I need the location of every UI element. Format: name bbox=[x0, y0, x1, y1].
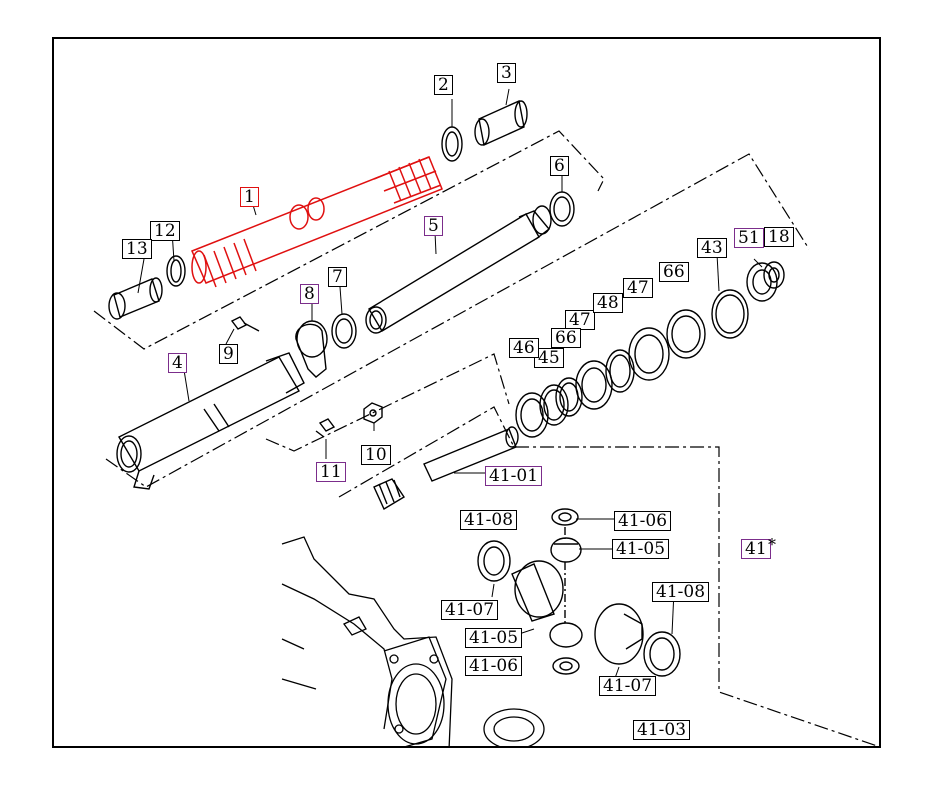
callout-41-03: 41-03 bbox=[633, 720, 691, 740]
callout-45: 45 bbox=[534, 348, 564, 368]
tube-part-5 bbox=[365, 205, 552, 334]
leader-lines bbox=[137, 88, 763, 682]
callout-41-05-bottom: 41-05 bbox=[465, 628, 523, 648]
housing-part-4 bbox=[116, 352, 305, 490]
callout-41-08-left: 41-08 bbox=[460, 510, 518, 530]
callout-51[interactable]: 51 bbox=[734, 228, 764, 248]
ring-part-6 bbox=[549, 191, 575, 227]
callout-41-01[interactable]: 41-01 bbox=[485, 466, 543, 486]
exploded-parts-diagram bbox=[93, 88, 879, 746]
callout-1[interactable]: 1 bbox=[240, 187, 259, 207]
section-boundaries bbox=[93, 130, 879, 746]
callout-47-right: 47 bbox=[623, 278, 653, 298]
callout-3: 3 bbox=[497, 63, 516, 83]
callout-9: 9 bbox=[219, 344, 238, 364]
callout-6: 6 bbox=[550, 156, 569, 176]
callout-4[interactable]: 4 bbox=[168, 353, 187, 373]
bolt-part-11 bbox=[315, 418, 336, 438]
callout-11[interactable]: 11 bbox=[316, 462, 346, 482]
callout-10: 10 bbox=[361, 445, 391, 465]
nut-part-10 bbox=[363, 402, 383, 424]
pinion-shaft-41-01 bbox=[373, 426, 519, 511]
bushing-part-13 bbox=[108, 277, 163, 320]
callout-41-06-top: 41-06 bbox=[614, 511, 672, 531]
callout-41[interactable]: 41 bbox=[741, 539, 771, 559]
callout-2: 2 bbox=[434, 75, 453, 95]
differential-parts bbox=[477, 508, 681, 677]
bearing-stack bbox=[515, 261, 785, 438]
callout-41-05-top: 41-05 bbox=[612, 539, 670, 559]
callout-66-left: 66 bbox=[551, 328, 581, 348]
snap-ring-part-2 bbox=[441, 126, 463, 162]
diagram-frame: 1 2 3 4 5 6 7 8 9 10 11 12 13 18 41 * 41… bbox=[52, 37, 881, 748]
bolt-part-9 bbox=[230, 316, 260, 332]
callout-41-06-bottom: 41-06 bbox=[465, 656, 523, 676]
callout-8[interactable]: 8 bbox=[300, 284, 319, 304]
callout-13: 13 bbox=[122, 239, 152, 259]
callout-7: 7 bbox=[328, 267, 347, 287]
callout-41-08-right: 41-08 bbox=[652, 582, 710, 602]
callout-66-right: 66 bbox=[659, 262, 689, 282]
bushing-part-3 bbox=[474, 99, 528, 147]
clamp-part-8 bbox=[295, 320, 328, 378]
callout-48: 48 bbox=[593, 293, 623, 313]
shaft-part-1 bbox=[191, 156, 443, 288]
callout-47-left: 47 bbox=[565, 310, 595, 330]
callout-18: 18 bbox=[764, 227, 794, 247]
callout-41-07-left: 41-07 bbox=[441, 600, 499, 620]
callout-46: 46 bbox=[509, 338, 539, 358]
callout-43: 43 bbox=[697, 238, 727, 258]
asterisk: * bbox=[768, 535, 776, 554]
callout-12: 12 bbox=[150, 221, 180, 241]
ring-part-7 bbox=[331, 313, 357, 349]
transmission-case bbox=[281, 536, 545, 746]
callout-5[interactable]: 5 bbox=[424, 216, 443, 236]
callout-41-07-right: 41-07 bbox=[599, 676, 657, 696]
snap-ring-part-12 bbox=[166, 255, 186, 287]
